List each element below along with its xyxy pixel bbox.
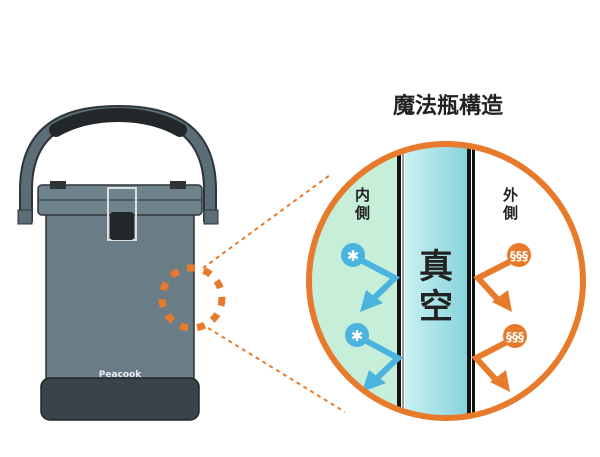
vacuum-label-2: 空 [419, 287, 453, 327]
steam-icon: §§§ [506, 330, 524, 344]
vacuum-label-1: 真 [419, 247, 453, 287]
hot-reflection [471, 243, 531, 392]
wall-cross-section: ✱ ✱ §§§ §§§ [309, 144, 531, 418]
brand-logo: Peacook [99, 370, 142, 380]
diagram-title: 魔法瓶構造 [393, 93, 503, 119]
steam-icon: §§§ [510, 249, 528, 263]
zoom-marker [158, 264, 226, 332]
snowflake-icon: ✱ [347, 247, 360, 265]
snowflake-icon: ✱ [351, 327, 364, 345]
jar-body [45, 211, 195, 391]
cold-reflection [341, 243, 404, 392]
inner-label: 内側 [354, 186, 370, 222]
food-jar-illustration: Peacook [17, 104, 219, 421]
outer-label: 外側 [502, 186, 518, 222]
jar-base [40, 377, 200, 421]
handle-grip [49, 108, 187, 137]
